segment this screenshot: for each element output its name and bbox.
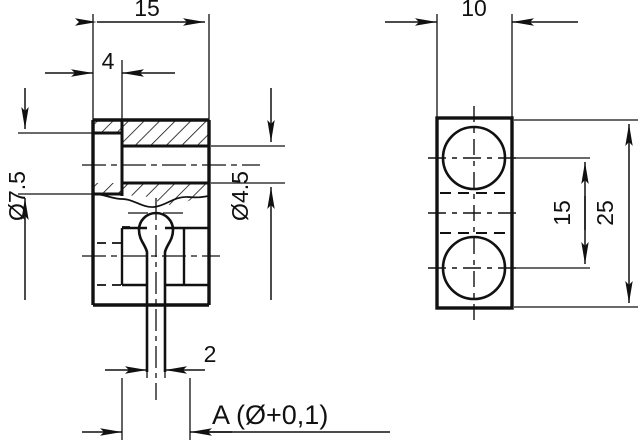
dimension-label-10: 10 <box>461 0 487 21</box>
side-view-hidden-edges <box>440 192 509 234</box>
front-view-horizontal-centerline <box>82 164 260 257</box>
section-hatch-upper <box>94 121 208 146</box>
dimension-label-dia7-5: Ø7.5 <box>4 171 30 221</box>
front-view-bore-lines <box>93 120 209 196</box>
dimension-dia7-5-extension <box>18 132 95 195</box>
dimension-label-15-top: 15 <box>134 0 160 21</box>
dimension-label-15-side: 15 <box>549 200 575 226</box>
front-view-outline <box>91 118 211 307</box>
dimension-label-dia4-5: Ø4.5 <box>227 171 253 221</box>
dimension-label-A-bore: A (Ø+0,1) <box>212 400 328 430</box>
side-view-hole-centerlines <box>428 157 520 269</box>
dimension-label-25: 25 <box>592 200 618 226</box>
dimension-label-4: 4 <box>102 48 115 74</box>
dimension-dia4-5-extension <box>211 145 285 184</box>
section-break-line <box>93 193 210 208</box>
side-view-extension-lines <box>436 14 513 120</box>
side-view-dim-extension-lines <box>514 119 638 308</box>
dimension-label-2: 2 <box>204 341 217 367</box>
section-hatch-lower <box>94 183 208 205</box>
